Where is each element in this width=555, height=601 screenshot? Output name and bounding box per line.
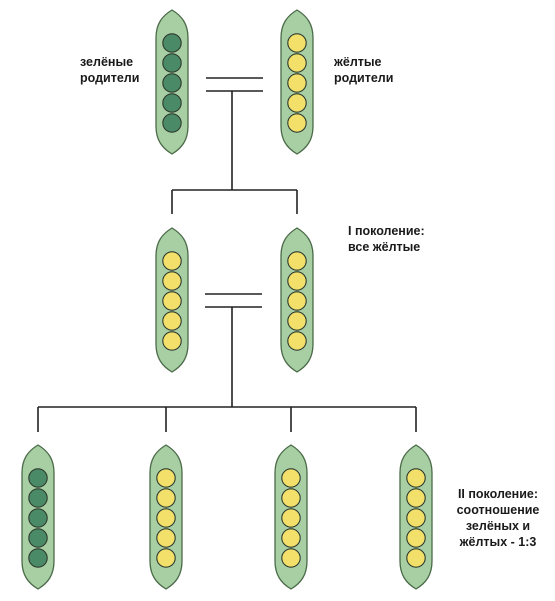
seed-yellow (281, 488, 301, 508)
seed-yellow (162, 331, 182, 351)
seed-yellow (162, 291, 182, 311)
label-yellow-parents-line1: жёлтые (334, 55, 382, 69)
seed-yellow (156, 468, 176, 488)
seed-yellow (281, 548, 301, 568)
seed-yellow (287, 271, 307, 291)
pod-gen2-4 (399, 444, 433, 590)
label-yellow-parents: жёлтые родители (334, 54, 393, 86)
label-gen2: II поколение: соотношение зелёных и жёлт… (446, 486, 550, 550)
seed-green (162, 113, 182, 133)
pod-gen2-1 (21, 444, 55, 590)
seed-green (162, 53, 182, 73)
seed-green (28, 488, 48, 508)
seed-green (28, 548, 48, 568)
seed-yellow (287, 33, 307, 53)
seed-yellow (281, 468, 301, 488)
label-gen1: I поколение: все жёлтые (348, 223, 425, 255)
seed-green (162, 73, 182, 93)
seed-yellow (156, 548, 176, 568)
seed-yellow (162, 311, 182, 331)
label-green-parents: зелёные родители (80, 54, 139, 86)
seed-green (162, 33, 182, 53)
seed-yellow (162, 271, 182, 291)
seed-yellow (287, 93, 307, 113)
seed-green (162, 93, 182, 113)
label-gen1-line2: все жёлтые (348, 240, 421, 254)
seed-yellow (287, 311, 307, 331)
pod-gen1-left (155, 227, 189, 373)
label-gen2-line1: II поколение: (457, 487, 539, 501)
seed-yellow (406, 468, 426, 488)
seed-green (28, 468, 48, 488)
seed-yellow (406, 508, 426, 528)
seed-yellow (287, 53, 307, 73)
seed-yellow (287, 331, 307, 351)
label-gen2-line2: соотношение (456, 503, 540, 517)
label-yellow-parents-line2: родители (334, 71, 394, 85)
seed-yellow (281, 508, 301, 528)
pea-pods (21, 9, 433, 590)
seed-yellow (406, 488, 426, 508)
seed-yellow (156, 508, 176, 528)
seed-yellow (156, 528, 176, 548)
seed-yellow (156, 488, 176, 508)
label-green-parents-line2: родители (80, 71, 140, 85)
seed-yellow (287, 73, 307, 93)
seed-yellow (287, 251, 307, 271)
seed-green (28, 528, 48, 548)
seed-yellow (287, 113, 307, 133)
label-green-parents-line1: зелёные (80, 55, 134, 69)
seed-yellow (406, 528, 426, 548)
seed-yellow (162, 251, 182, 271)
pod-gen1-right (280, 227, 314, 373)
seed-yellow (287, 291, 307, 311)
label-gen2-line3: зелёных и (465, 519, 531, 533)
pod-parent-yellow (280, 9, 314, 155)
connector-lines (37, 77, 417, 432)
pod-gen2-2 (149, 444, 183, 590)
seed-yellow (406, 548, 426, 568)
label-gen1-line1: I поколение: (348, 224, 425, 238)
label-gen2-line4: жёлтых - 1:3 (459, 535, 537, 549)
seed-yellow (281, 528, 301, 548)
pod-parent-green (155, 9, 189, 155)
pod-gen2-3 (274, 444, 308, 590)
seed-green (28, 508, 48, 528)
